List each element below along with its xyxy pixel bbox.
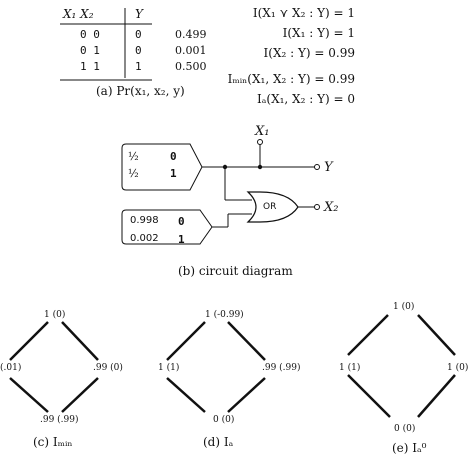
or-gate: [246, 191, 299, 223]
table-cell-y: 0: [135, 44, 142, 57]
equations-block: I(X₁ ⋎ X₂ : Y) = 1 I(X₁ : Y) = 1 I(X₂ : …: [225, 6, 355, 112]
source-bottom-prob: 0.002: [130, 233, 159, 244]
y-terminal: [314, 164, 320, 170]
lattice-e-edges: [347, 314, 456, 418]
lattice-d-right: .99 (.99): [262, 363, 301, 373]
table-cell-y: 0: [135, 28, 142, 41]
or-gate-label: OR: [263, 202, 277, 212]
junction-dot: [257, 164, 263, 170]
x1-terminal: [257, 139, 263, 145]
lattice-d-bottom: 0 (0): [213, 415, 235, 425]
lattice-e-bottom: 0 (0): [394, 424, 416, 434]
source-top-prob: ½: [128, 150, 139, 163]
table-cell-y: 1: [135, 60, 142, 73]
caption-c: (c) Iₘᵢₙ: [33, 435, 73, 449]
lattice-d-edges: [166, 321, 266, 413]
caption-e: (e) Iₐ⁰: [392, 441, 427, 455]
source-top-prob: ½: [128, 167, 139, 180]
source-top-value: 1: [170, 167, 177, 180]
source-bottom-prob: 0.998: [130, 215, 159, 226]
circuit-diagram: [121, 139, 320, 245]
table-header-y: Y: [135, 7, 143, 21]
lattice-d-left: 1 (1): [158, 363, 180, 373]
source-top-value: 0: [170, 150, 177, 163]
lattice-d-top: 1 (-0.99): [205, 310, 244, 320]
lattice-c-top: 1 (0): [44, 310, 66, 320]
caption-d: (d) Iₐ: [203, 435, 234, 449]
lattice-e-left: 1 (1): [339, 363, 361, 373]
equation-i-x2: I(X₂ : Y) = 0.99: [263, 46, 355, 60]
probability-table: X₁ X₂ Y 0 0 0 0.499 0 1 0 0.001 1 1 1 0.…: [55, 4, 215, 94]
table-header-x: X₁ X₂: [63, 7, 94, 21]
equation-synergy: I(X₁ ⋎ X₂ : Y) = 1: [252, 6, 355, 20]
table-cell-x: 1 1: [80, 60, 100, 73]
equation-i-x1: I(X₁ : Y) = 1: [282, 26, 355, 40]
lattice-c-bottom: .99 (.99): [40, 415, 79, 425]
source-bottom-value: 0: [178, 215, 185, 228]
table-rules: [60, 8, 152, 81]
table-cell-x: 0 0: [80, 28, 100, 41]
y-label: Y: [324, 160, 333, 175]
x2-terminal: [314, 204, 320, 210]
lattice-c-left: (.01): [0, 363, 22, 373]
lattice-e-right: 1 (0): [447, 363, 469, 373]
lattice-e-top: 1 (0): [393, 302, 415, 312]
table-cell-prob: 0.499: [175, 28, 207, 41]
source-bottom-value: 1: [178, 233, 185, 246]
source-top-shape: [121, 143, 203, 191]
x2-label: X₂: [324, 200, 339, 215]
source-bottom-shape: [121, 209, 213, 245]
table-cell-prob: 0.001: [175, 44, 207, 57]
table-cell-prob: 0.500: [175, 60, 207, 73]
caption-a: (a) Pr(x₁, x₂, y): [96, 84, 185, 98]
equation-imin: Iₘᵢₙ(X₁, X₂ : Y) = 0.99: [227, 72, 355, 86]
lattice-c-right: .99 (0): [93, 363, 123, 373]
table-cell-x: 0 1: [80, 44, 100, 57]
caption-b: (b) circuit diagram: [178, 264, 293, 278]
x1-label: X₁: [255, 124, 270, 139]
equation-iwedge: Iₐ(X₁, X₂ : Y) = 0: [257, 92, 355, 106]
lattice-c-edges: [9, 321, 99, 413]
